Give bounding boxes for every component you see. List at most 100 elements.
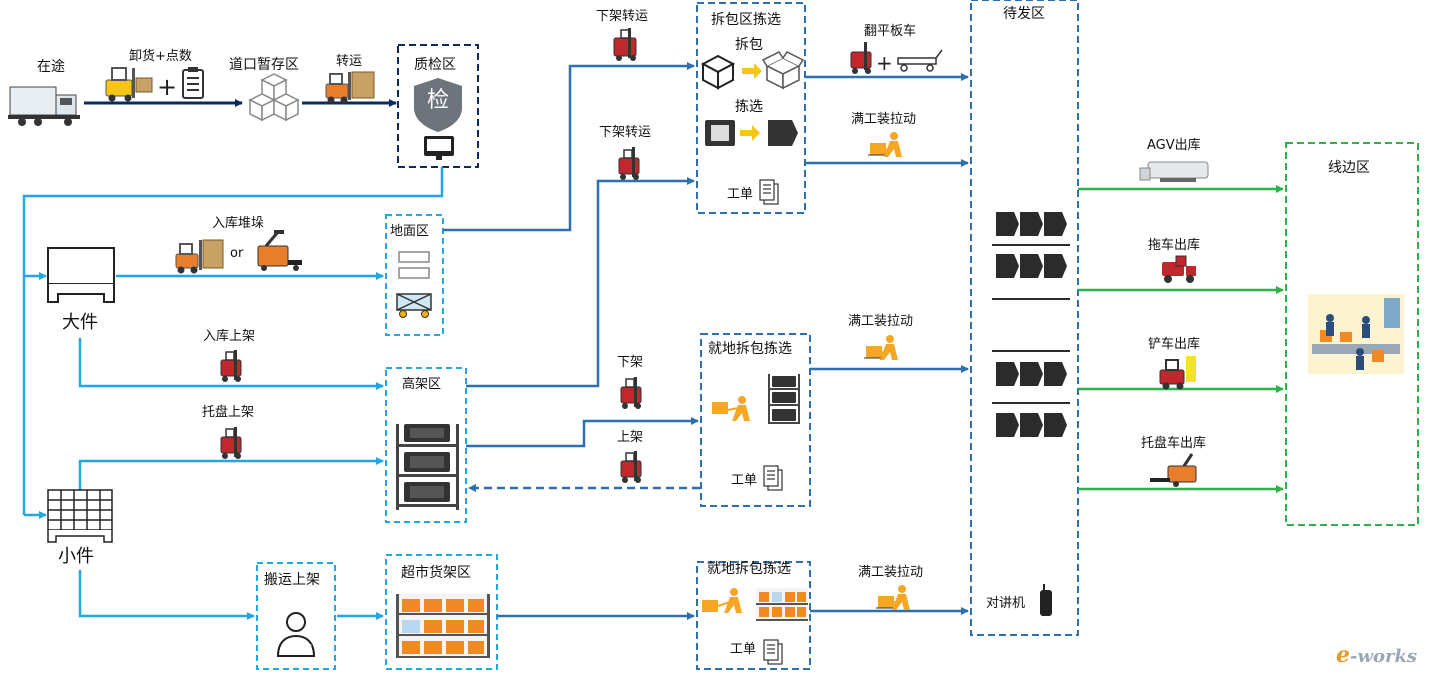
- ground-stack-icon: [398, 251, 430, 279]
- clipboard-icon: [182, 67, 204, 99]
- supermarket-rack-icon: [396, 594, 490, 658]
- forklift-out-icon: [1159, 356, 1196, 390]
- reach-truck-icon-3: [220, 350, 242, 382]
- label-staff: STAFF: [281, 644, 313, 654]
- label-inbound-shelve: 入库上架: [203, 329, 256, 344]
- staff-person-icon: [276, 612, 316, 657]
- line-side-zone-box: [1285, 142, 1419, 526]
- watermark-e: e: [1336, 642, 1350, 668]
- label-ground-zone: 地面区: [390, 224, 430, 239]
- onsite-pick-box-2: [696, 561, 811, 670]
- label-transfer: 转运: [336, 54, 363, 69]
- reach-truck-icon-2: [618, 147, 640, 180]
- arrow-highrack-unpack: [466, 177, 695, 388]
- walkie-talkie-icon: [1040, 584, 1052, 616]
- work-order-doc-icon-2: [763, 465, 783, 491]
- ground-zone-box: [385, 214, 444, 336]
- label-qc-char: 检: [427, 88, 450, 113]
- label-agv-out: AGV出库: [1147, 138, 1201, 153]
- label-full-tool-pull-3: 满工装拉动: [858, 565, 924, 580]
- open-box-icon: [761, 51, 805, 90]
- arrow-small-highrack: [78, 457, 384, 490]
- ground-cart-icon: [396, 293, 432, 318]
- forklift-icon: [105, 67, 153, 102]
- large-item-pallet-icon: [47, 247, 115, 303]
- yellow-arrow-icon-2: [740, 125, 760, 141]
- label-pick: 拣选: [735, 99, 763, 115]
- reach-truck-icon-6: [620, 451, 642, 483]
- arrow-ground-unpack: [443, 62, 695, 232]
- label-work-order-1: 工单: [727, 187, 754, 202]
- unpack-pick-zone-box: [696, 2, 806, 214]
- agv-icon: [1139, 161, 1209, 182]
- label-dock-temp: 道口暂存区: [229, 57, 299, 73]
- label-onsite-unpack-pick-2: 就地拆包拣选: [707, 561, 791, 577]
- label-line-side-zone: 线边区: [1328, 160, 1370, 176]
- label-in-transit: 在途: [37, 59, 65, 75]
- reach-truck-icon-5: [620, 377, 642, 409]
- factory-line-icon: [1308, 294, 1404, 374]
- label-shelve: 上架: [617, 430, 644, 445]
- arrow-large-highrack: [78, 338, 384, 390]
- arrow-highrack-onsite: [466, 417, 699, 448]
- label-unload-count: 卸货+点数: [129, 49, 192, 64]
- qc-shield-icon: [414, 78, 462, 132]
- label-or: or: [230, 246, 244, 261]
- onsite-pick-box-1: [700, 333, 811, 507]
- label-high-rack-zone: 高架区: [402, 377, 442, 392]
- label-full-tool-pull-2: 满工装拉动: [848, 314, 914, 329]
- flip-cart-forklift-icon: [850, 42, 872, 74]
- worker-pull-cart-icon-1: [868, 132, 902, 157]
- label-unshelve-transfer-1: 下架转运: [596, 9, 649, 24]
- label-pallet-shelve: 托盘上架: [202, 405, 255, 420]
- onsite-rack-icon-1: [768, 374, 800, 424]
- label-work-order-2: 工单: [731, 473, 758, 488]
- truck-icon: [8, 86, 80, 126]
- label-unshelve: 下架: [617, 355, 644, 370]
- label-carry-shelve: 搬运上架: [264, 572, 320, 588]
- closed-box-icon: [700, 54, 736, 90]
- watermark-rest: -works: [1350, 646, 1418, 667]
- label-supermarket-rack: 超市货架区: [401, 565, 471, 581]
- flatbed-cart-icon: [897, 49, 943, 72]
- arrow-qc-to-items: [22, 167, 444, 515]
- label-pallet-truck-out: 托盘车出库: [1141, 436, 1207, 451]
- small-items-grid-icon: [47, 489, 113, 543]
- high-rack-zone-box: [385, 367, 467, 523]
- yellow-arrow-icon-1: [742, 63, 762, 79]
- label-full-tool-pull-1: 满工装拉动: [851, 112, 917, 127]
- label-small-item: 小件: [58, 546, 94, 567]
- staging-zone-box: [970, 0, 1079, 636]
- worker-pull-cart-icon-4: [712, 396, 750, 421]
- label-flip-cart: 翻平板车: [864, 24, 917, 39]
- label-forklift-out: 铲车出库: [1148, 337, 1201, 352]
- carry-shelve-box: [256, 562, 336, 670]
- plus-sign-2: +: [876, 51, 893, 75]
- reach-truck-icon-4: [220, 427, 242, 459]
- label-work-order-3: 工单: [730, 642, 757, 657]
- high-rack-icon: [396, 424, 459, 510]
- stack-forklift-icon: [175, 239, 224, 274]
- onsite-rack-icon-2: [756, 588, 808, 621]
- eworks-watermark: e-works: [1336, 642, 1417, 668]
- staging-totes-icon: [992, 212, 1070, 437]
- monitor-icon: [424, 136, 454, 160]
- electric-pallet-truck-icon: [257, 230, 302, 271]
- label-unpack-pick-zone: 拆包区拣选: [711, 12, 781, 28]
- worker-pull-cart-icon-5: [702, 588, 742, 613]
- black-tote-icon: [768, 120, 798, 146]
- pallet-truck-out-icon: [1150, 453, 1197, 487]
- qc-zone-box: [397, 44, 479, 168]
- gray-tray-icon: [705, 120, 735, 146]
- label-large-item: 大件: [62, 312, 98, 333]
- cubes-icon: [248, 73, 300, 122]
- reach-truck-icon-1: [613, 28, 637, 61]
- label-walkie-talkie: 对讲机: [986, 596, 1026, 611]
- label-qc-zone: 质检区: [414, 57, 456, 73]
- plus-sign-1: +: [157, 73, 177, 101]
- label-staging-zone: 待发区: [1003, 6, 1045, 22]
- label-inbound-stack: 入库堆垛: [212, 216, 265, 231]
- worker-pull-cart-icon-3: [876, 585, 910, 610]
- label-unshelve-transfer-2: 下架转运: [599, 125, 652, 140]
